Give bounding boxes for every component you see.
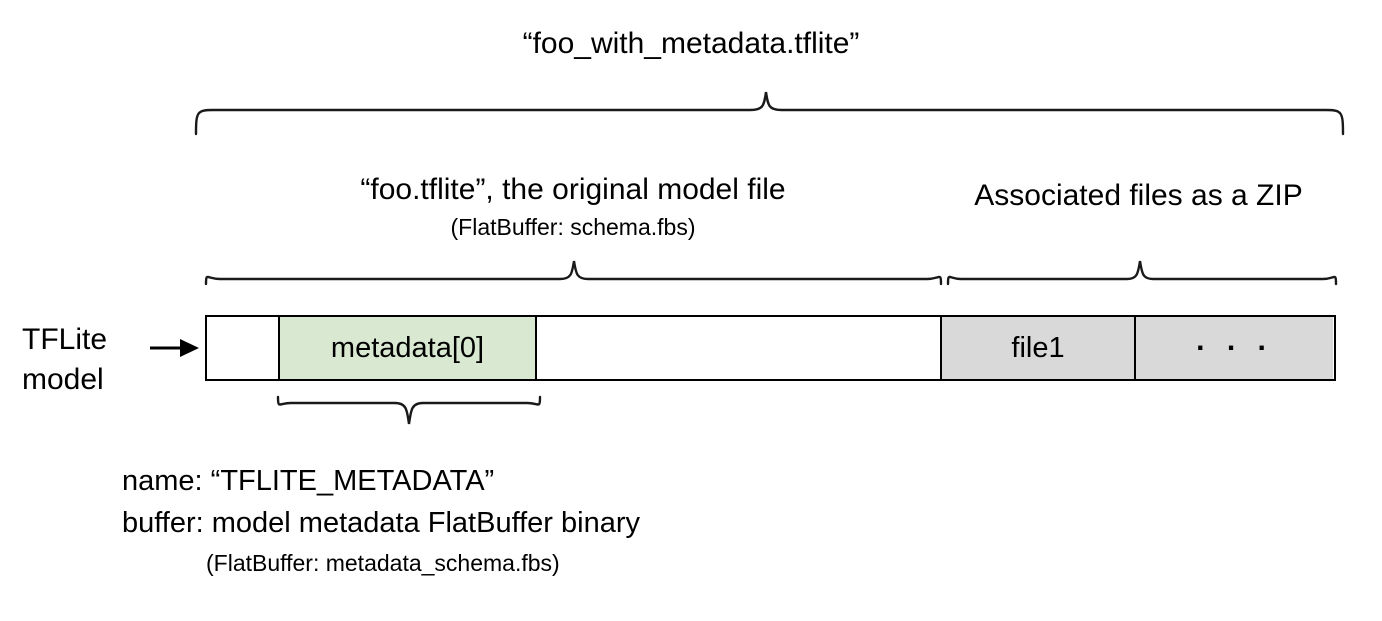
bar-segment-metadata: metadata[0] <box>278 317 537 379</box>
bar-segment-file1-label: file1 <box>1011 331 1065 364</box>
metadata-detail-brace <box>276 395 542 425</box>
metadata-buffer-note: buffer: model metadata FlatBuffer binary <box>122 507 640 539</box>
bar-segment-more-files: . . . <box>1136 317 1333 379</box>
associated-files-brace <box>946 260 1338 286</box>
original-model-brace <box>204 260 943 286</box>
metadata-schema-note: (FlatBuffer: metadata_schema.fbs) <box>206 550 560 576</box>
associated-files-caption: Associated files as a ZIP <box>974 179 1303 212</box>
bar-segment-metadata-label: metadata[0] <box>330 331 485 364</box>
packaged-file-title: “foo_with_metadata.tflite” <box>522 27 860 60</box>
model-layout-bar: metadata[0] file1 . . . <box>205 315 1336 381</box>
original-model-caption: “foo.tflite”, the original model file <box>360 173 786 206</box>
bar-segment-more-files-label: . . . <box>1196 324 1273 357</box>
pointer-arrow-icon <box>150 339 199 357</box>
metadata-name-note: name: “TFLITE_METADATA” <box>122 465 495 497</box>
original-model-schema-caption: (FlatBuffer: schema.fbs) <box>450 214 696 240</box>
bar-segment-file1: file1 <box>940 317 1136 379</box>
tflite-model-label: TFLite model <box>22 323 108 396</box>
whole-file-brace <box>194 91 1345 136</box>
